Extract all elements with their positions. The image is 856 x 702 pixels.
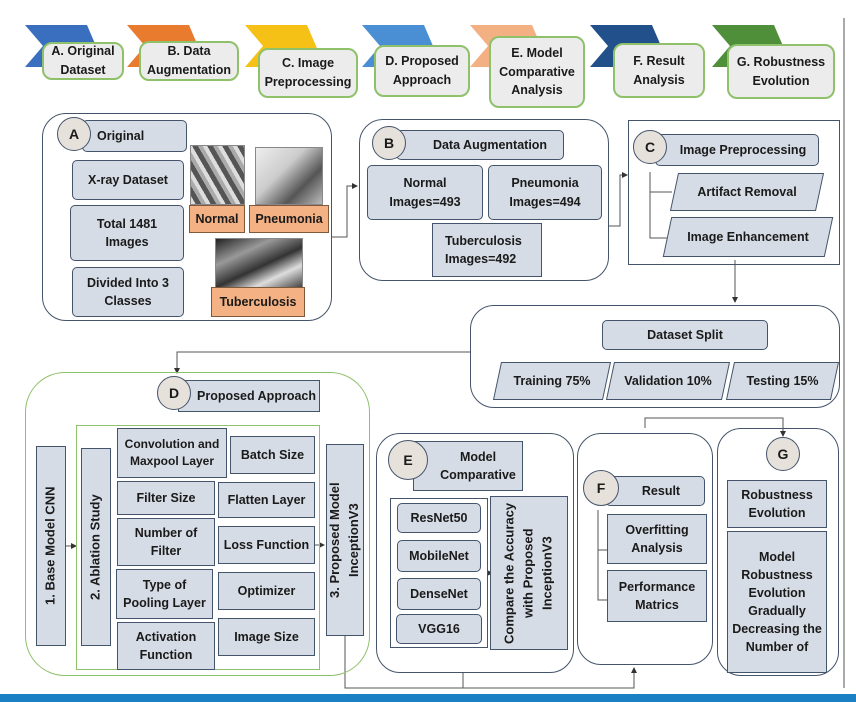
split-item-label: Training 75% [513, 374, 591, 388]
section-g-badge: G [766, 437, 800, 471]
section-g-panel [717, 428, 839, 676]
section-c-item-label: Artifact Removal [697, 185, 797, 199]
split-item: Testing 15% [730, 362, 835, 400]
models-group [390, 498, 488, 648]
step-d-card: D. Proposed Approach [374, 45, 470, 97]
section-a-badge: A [57, 117, 91, 151]
section-f-title: Result [605, 476, 705, 506]
section-d-title: Proposed Approach [178, 380, 320, 412]
section-c-title: Image Preprocessing [655, 134, 819, 166]
comparison-model: ResNet50 [397, 503, 481, 533]
split-item: Training 75% [497, 362, 607, 400]
section-a-panel [42, 113, 332, 321]
ablation-param: Batch Size [230, 436, 315, 474]
compare-accuracy: Compare the Accuracy with Proposed Incep… [490, 496, 568, 650]
base-model-cnn: 1. Base Model CNN [36, 446, 66, 646]
step-b-label: B. Data Augmentation [146, 44, 232, 77]
section-c-panel [628, 120, 840, 265]
step-f-label: F. Result Analysis [633, 53, 685, 87]
section-c-badge: C [633, 130, 667, 164]
section-f-badge: F [583, 470, 619, 506]
step-d-label: D. Proposed Approach [385, 54, 459, 87]
step-e-label: E. Model Comparative Analysis [499, 45, 575, 98]
step-c-label: C. Image Preprocessing [264, 56, 352, 89]
section-a-item: X-ray Dataset [72, 160, 184, 200]
ablation-param: Type of Pooling Layer [116, 569, 213, 619]
bottom-accent-bar [0, 694, 856, 702]
split-item: Validation 10% [610, 362, 726, 400]
proposed-model-inceptionv3: 3. Proposed Model InceptionV3 [326, 444, 364, 636]
section-e-badge: E [388, 440, 428, 480]
section-a-title: Original [82, 120, 187, 152]
ablation-param: Loss Function [218, 526, 315, 564]
xray-image-tuberculosis [215, 238, 303, 288]
label-normal: Normal [189, 205, 245, 233]
section-c-item-label: Image Enhancement [687, 230, 809, 244]
result-item: Performance Matrics [607, 570, 707, 622]
section-e-panel [376, 433, 574, 673]
section-b-item: Pneumonia Images=494 [488, 165, 602, 220]
step-c-card: C. Image Preprocessing [258, 48, 358, 98]
section-e-title: Model Comparative [413, 441, 523, 491]
section-a-item: Total 1481 Images [70, 205, 184, 261]
section-d-badge: D [157, 376, 191, 410]
ablation-param: Flatten Layer [218, 482, 315, 518]
xray-image-normal [190, 145, 245, 205]
ablation-param: Activation Function [117, 622, 215, 670]
comparison-model: DenseNet [397, 578, 481, 610]
section-b-title: Data Augmentation [396, 130, 564, 160]
step-f-card: F. Result Analysis [613, 43, 705, 98]
ablation-study: 2. Ablation Study [81, 448, 111, 646]
split-item-label: Testing 15% [746, 374, 819, 388]
comparison-model: MobileNet [397, 540, 481, 572]
dataset-split-panel [470, 305, 840, 408]
section-c-item: Image Enhancement [667, 217, 829, 257]
step-a-card: A. Original Dataset [42, 42, 124, 80]
section-b-badge: B [372, 126, 406, 160]
ablation-param: Convolution and Maxpool Layer [117, 428, 227, 478]
label-pneumonia: Pneumonia [249, 205, 329, 233]
step-a-label: A. Original Dataset [51, 44, 115, 77]
section-a-item: Divided Into 3 Classes [72, 267, 184, 317]
section-g-title: Robustness Evolution [727, 480, 827, 528]
dataset-split-title: Dataset Split [602, 320, 768, 350]
section-g-description: Model Robustness Evolution Gradually Dec… [727, 531, 827, 673]
step-e-card: E. Model Comparative Analysis [489, 36, 585, 108]
section-b-item: Tuberculosis Images=492 [432, 223, 542, 277]
split-item-label: Validation 10% [624, 374, 712, 388]
step-g-card: G. Robustness Evolution [727, 44, 835, 99]
section-b-panel [359, 119, 609, 281]
ablation-param: Number of Filter [117, 518, 215, 566]
label-tuberculosis: Tuberculosis [211, 287, 305, 317]
ablation-param: Filter Size [117, 481, 215, 515]
section-d-panel [25, 372, 370, 676]
section-f-panel [577, 433, 713, 665]
result-item: Overfitting Analysis [607, 514, 707, 564]
comparison-model: VGG16 [396, 614, 482, 644]
ablation-param: Optimizer [218, 572, 315, 610]
xray-image-pneumonia [255, 147, 323, 205]
section-c-item: Artifact Removal [674, 173, 820, 211]
ablation-param: Image Size [218, 618, 315, 656]
section-b-item: Normal Images=493 [367, 165, 483, 220]
step-g-label: G. Robustness Evolution [736, 54, 826, 88]
step-b-card: B. Data Augmentation [139, 41, 239, 81]
